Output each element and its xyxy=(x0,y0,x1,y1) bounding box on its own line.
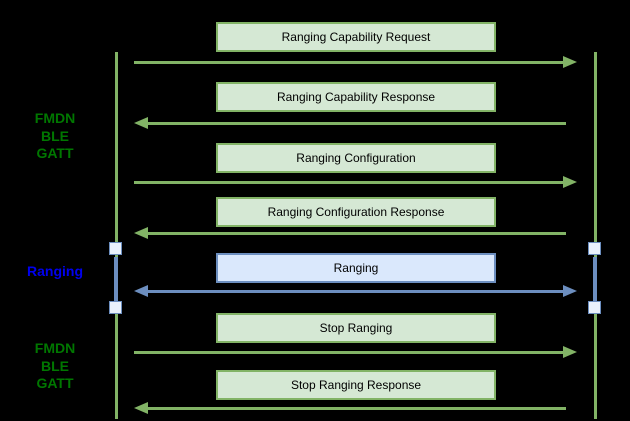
message-box-ranging-capability-request: Ranging Capability Request xyxy=(216,22,496,52)
ranging-session-segment-right xyxy=(593,257,597,302)
activation-anchor-square xyxy=(109,301,122,314)
section-label-line: FMDN xyxy=(34,110,76,126)
section-label-fmdn-ble-gatt-top: FMDN BLE GATT xyxy=(5,110,105,163)
arrowhead-left-icon xyxy=(134,117,148,129)
arrow-line xyxy=(146,406,566,410)
message-box-ranging-capability-response: Ranging Capability Response xyxy=(216,82,496,112)
arrowhead-left-icon xyxy=(134,227,148,239)
arrowhead-left-icon xyxy=(134,402,148,414)
arrow-line xyxy=(134,350,565,354)
section-label-fmdn-ble-gatt-bottom: FMDN BLE GATT xyxy=(5,340,105,393)
activation-anchor-square xyxy=(588,242,601,255)
arrow-ranging-capability-response xyxy=(134,117,577,129)
section-label-line: BLE xyxy=(41,357,69,374)
lifeline-right xyxy=(594,52,597,419)
section-label-line: GATT xyxy=(36,375,74,391)
arrow-line xyxy=(146,289,565,293)
arrow-ranging-bidirectional xyxy=(134,285,577,297)
section-label-line: GATT xyxy=(36,145,74,161)
arrow-stop-ranging xyxy=(134,346,577,358)
message-box-stop-ranging-response: Stop Ranging Response xyxy=(216,370,496,400)
arrow-ranging-configuration-response xyxy=(134,227,577,239)
arrowhead-right-icon xyxy=(563,285,577,297)
arrow-line xyxy=(146,121,566,125)
ranging-session-segment-left xyxy=(114,257,118,302)
activation-anchor-square xyxy=(109,242,122,255)
section-label-line: BLE xyxy=(41,127,69,144)
arrowhead-right-icon xyxy=(563,56,577,68)
message-box-ranging: Ranging xyxy=(216,253,496,283)
section-label-ranging: Ranging xyxy=(5,263,105,281)
message-box-ranging-configuration: Ranging Configuration xyxy=(216,143,496,173)
section-label-line: FMDN xyxy=(34,340,76,356)
arrow-ranging-configuration xyxy=(134,176,577,188)
message-box-stop-ranging: Stop Ranging xyxy=(216,313,496,343)
arrow-line xyxy=(146,231,566,235)
lifeline-left xyxy=(115,52,118,419)
section-label-line: Ranging xyxy=(27,263,83,279)
arrowhead-right-icon xyxy=(563,176,577,188)
arrow-ranging-capability-request xyxy=(134,56,577,68)
activation-anchor-square xyxy=(588,301,601,314)
arrowhead-right-icon xyxy=(563,346,577,358)
arrow-line xyxy=(134,60,565,64)
arrowhead-left-icon xyxy=(134,285,148,297)
message-box-ranging-configuration-response: Ranging Configuration Response xyxy=(216,197,496,227)
arrow-line xyxy=(134,180,565,184)
arrow-stop-ranging-response xyxy=(134,402,577,414)
